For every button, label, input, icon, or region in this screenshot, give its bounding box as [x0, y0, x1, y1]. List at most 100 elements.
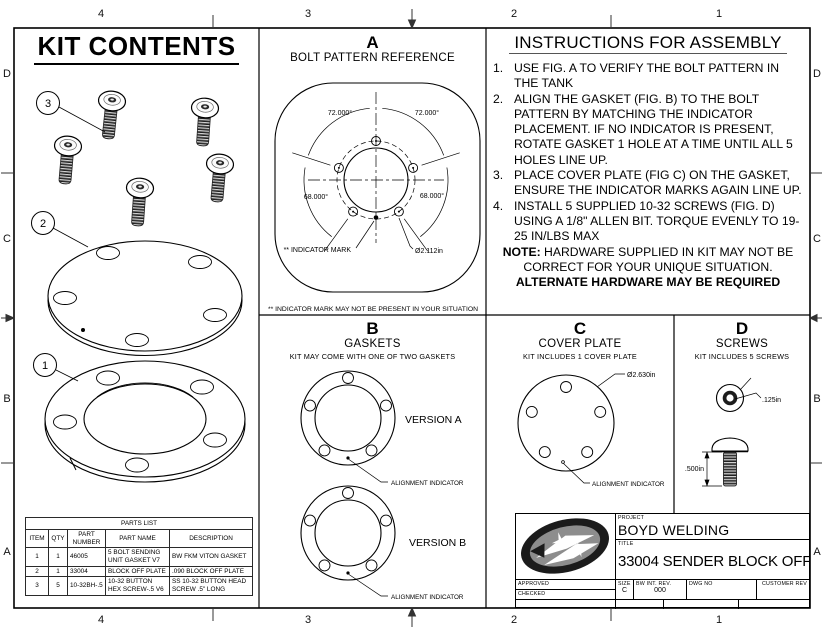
- fig-d-letter: D: [735, 319, 749, 338]
- fig-c-header: C COVER PLATE KIT INCLUDES 1 COVER PLATE: [486, 319, 674, 361]
- instructions-list: 1. USE FIG. A TO VERIFY THE BOLT PATTERN…: [490, 61, 806, 245]
- drawing-title-cell: TITLE 33004 SENDER BLOCK OFF KIT: [615, 539, 809, 579]
- scale-cell: SCALE 1:1: [615, 599, 663, 609]
- col-header-qty: QTY: [48, 528, 68, 549]
- table-row: 2 1 33004 BLOCK OFF PLATE .090 BLOCK OFF…: [25, 565, 254, 578]
- fig-d-drawing: [702, 377, 762, 487]
- angle-label: 72.000°: [415, 109, 439, 117]
- fig-b-drawing: [300, 370, 396, 597]
- title-label: TITLE: [618, 541, 634, 547]
- fig-b-title: GASKETS: [344, 338, 401, 351]
- instruction-step: 2. ALIGN THE GASKET (FIG. B) TO THE BOLT…: [493, 91, 793, 167]
- weight-cell: WEIGHT: [663, 599, 738, 609]
- alignment-indicator-label: ALIGNMENT INDICATOR: [592, 481, 665, 488]
- fig-d-title: SCREWS: [715, 338, 769, 351]
- dwg-no-cell: DWG NO: [686, 579, 756, 599]
- zone-label: 4: [97, 8, 105, 20]
- balloon-2-number: 2: [40, 218, 46, 230]
- fig-d-header: D SCREWS KIT INCLUDES 5 SCREWS: [674, 319, 810, 361]
- instructions-panel: INSTRUCTIONS FOR ASSEMBLY 1. USE FIG. A …: [490, 33, 806, 290]
- parts-list-table: PARTS LIST ITEM QTY PART NUMBER PART NAM…: [24, 517, 254, 596]
- fig-a-header: A BOLT PATTERN REFERENCE: [259, 33, 486, 65]
- gasket-notch: [69, 457, 77, 471]
- plate-indicator-dot: [81, 328, 85, 332]
- kit-cover-plate-illustration: [47, 240, 243, 357]
- dimension-lines: [292, 107, 460, 252]
- sheet-cell: SHEET 1/1: [738, 599, 809, 609]
- col-header-item: ITEM: [25, 528, 49, 549]
- size-value: C: [621, 587, 628, 594]
- alignment-indicator-label: ALIGNMENT INDICATOR: [391, 480, 464, 487]
- kit-gasket-illustration: [44, 360, 246, 483]
- instruction-step: 3. PLACE COVER PLATE (FIG C) ON THE GASK…: [493, 168, 802, 198]
- col-header-part-number: PART NUMBER: [67, 528, 106, 549]
- zone-label: D: [813, 68, 821, 80]
- fig-a-footnote: ** INDICATOR MARK MAY NOT BE PRESENT IN …: [268, 306, 478, 313]
- project-name: BOYD WELDING: [618, 522, 730, 538]
- fig-b-header: B GASKETS KIT MAY COME WITH ONE OF TWO G…: [259, 319, 486, 361]
- indicator-mark-label: ** INDICATOR MARK: [284, 247, 352, 254]
- fig-c-labels: Ø2.630in ALIGNMENT INDICATOR: [592, 372, 665, 488]
- screw-shank-side-view: [723, 451, 737, 487]
- angle-label: 72.000°: [328, 109, 352, 117]
- balloon-1-number: 1: [42, 360, 48, 372]
- fig-a-letter: A: [366, 33, 379, 52]
- version-b-label: VERSION B: [409, 537, 466, 549]
- size-cell: SIZE C: [615, 579, 633, 599]
- zone-label: A: [813, 546, 821, 558]
- instruction-step: 1. USE FIG. A TO VERIFY THE BOLT PATTERN…: [493, 61, 780, 91]
- instruction-step: 4. INSTALL 5 SUPPLIED 10-32 SCREWS (FIG.…: [493, 198, 800, 244]
- fig-c-subtitle: KIT INCLUDES 1 COVER PLATE: [522, 351, 637, 361]
- instructions-title: INSTRUCTIONS FOR ASSEMBLY: [490, 33, 806, 54]
- screw-length-dimension: [702, 451, 722, 487]
- socket-size-label: .125in: [762, 397, 781, 404]
- fig-b-letter: B: [366, 319, 379, 338]
- balloon-callouts: 3 2 1: [31, 91, 106, 382]
- screw-length-label: .500in: [685, 466, 704, 473]
- drawn-cell: DRAWN Dustin Loveland 10/12/2020: [516, 599, 615, 609]
- fig-b-labels: VERSION A VERSION B ALIGNMENT INDICATOR …: [391, 414, 466, 601]
- border-centering-marks: [1, 9, 822, 627]
- zone-label: A: [3, 546, 11, 558]
- fig-a-title: BOLT PATTERN REFERENCE: [290, 52, 455, 65]
- fig-d-labels: .125in .500in: [685, 397, 781, 473]
- zone-label: 2: [510, 614, 518, 626]
- fig-a-drawing: [274, 82, 481, 293]
- zone-label: B: [3, 393, 11, 405]
- angle-label: 68.000°: [420, 192, 444, 200]
- plate-diameter-label: Ø2.630in: [627, 372, 656, 379]
- fig-a-labels: 72.000° 72.000° 68.000° 68.000° ** INDIC…: [268, 109, 478, 313]
- parts-list-header-row: ITEM QTY PART NUMBER PART NAME DESCRIPTI…: [25, 528, 254, 549]
- zone-label: 2: [510, 8, 518, 20]
- table-row: 3 5 10-32BH-.5 10-32 BUTTON HEX SCREW-.5…: [25, 576, 254, 596]
- balloon-3-number: 3: [45, 98, 51, 110]
- zone-label: 4: [97, 614, 105, 626]
- kit-screws-illustration: [50, 89, 235, 228]
- zone-label: 3: [304, 614, 312, 626]
- kit-contents-panel-header: KIT CONTENTS: [14, 31, 259, 65]
- internal-rev-cell: BW INT. REV. 000: [633, 579, 686, 599]
- zone-label: 1: [715, 8, 723, 20]
- zone-label: 1: [715, 614, 723, 626]
- project-cell: PROJECT BOYD WELDING: [615, 514, 809, 539]
- zone-label: C: [813, 233, 821, 245]
- parts-list-title: PARTS LIST: [24, 517, 254, 530]
- fig-c-drawing: [517, 373, 625, 484]
- alignment-indicator-label: ALIGNMENT INDICATOR: [391, 594, 464, 601]
- fig-c-title: COVER PLATE: [538, 338, 622, 351]
- col-header-description: DESCRIPTION: [168, 528, 254, 549]
- kit-contents-title: KIT CONTENTS: [34, 31, 239, 65]
- zone-label: C: [3, 233, 11, 245]
- zone-label: D: [3, 68, 11, 80]
- project-label: PROJECT: [618, 515, 645, 521]
- bolt-circle-diameter-label: Ø2.112in: [415, 248, 443, 255]
- internal-rev-value: 000: [654, 587, 666, 594]
- fig-b-subtitle: KIT MAY COME WITH ONE OF TWO GASKETS: [289, 351, 456, 361]
- approved-cell: APPROVED: [516, 579, 615, 589]
- customer-rev-cell: CUSTOMER REV: [756, 579, 809, 599]
- fig-d-subtitle: KIT INCLUDES 5 SCREWS: [694, 351, 790, 361]
- instructions-note-bold: ALTERNATE HARDWARE MAY BE REQUIRED: [515, 275, 781, 290]
- angle-label: 68.000°: [304, 193, 328, 201]
